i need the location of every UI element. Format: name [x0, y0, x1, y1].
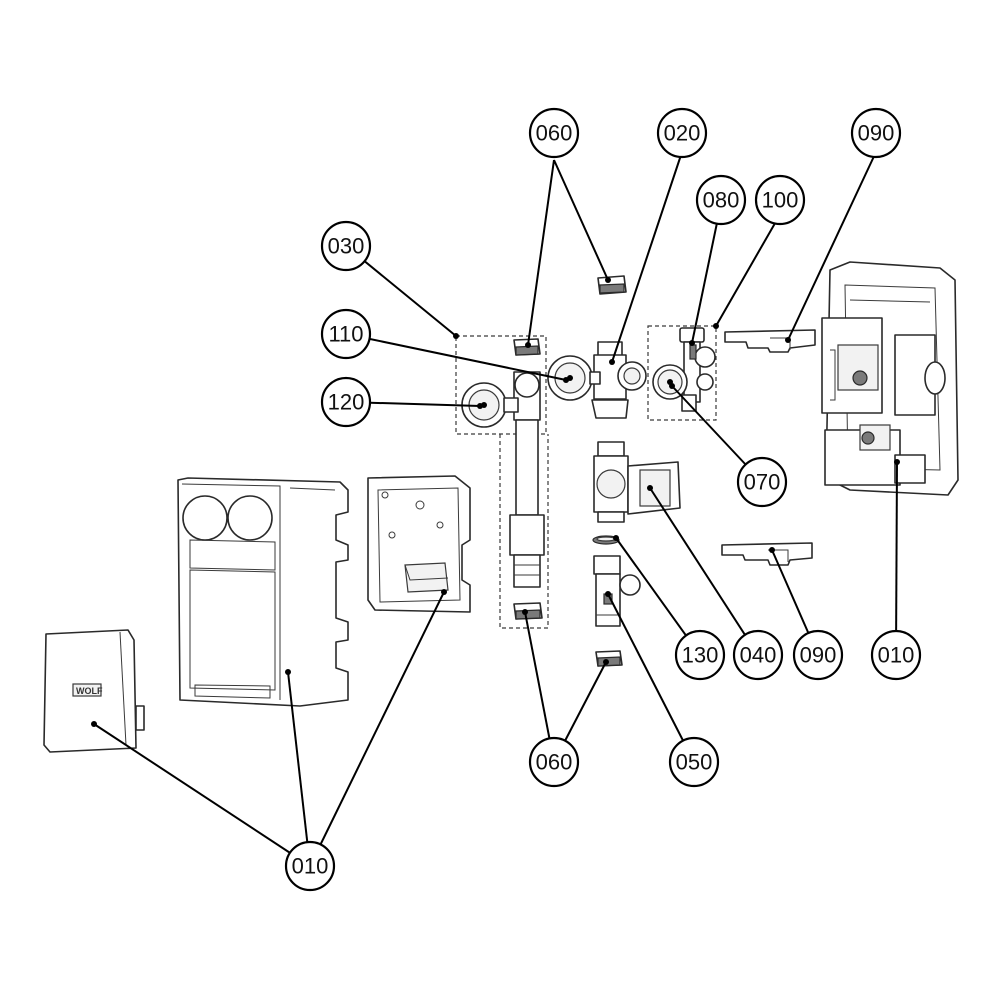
safety-group-outline	[647, 325, 717, 421]
pressure-gauge	[652, 364, 697, 412]
callout-090-bottom[interactable]: 090	[792, 629, 844, 681]
mounting-clip-top	[724, 329, 816, 353]
union-nut-lower-center	[595, 650, 623, 667]
wall-back-plate	[821, 261, 959, 496]
union-nut-top	[597, 275, 627, 295]
callout-010-right[interactable]: 010	[870, 629, 922, 681]
callout-070[interactable]: 070	[736, 456, 788, 508]
seal-ring	[592, 535, 620, 545]
callout-120[interactable]: 120	[320, 376, 372, 428]
callout-060-bottom[interactable]: 060	[528, 736, 580, 788]
callout-110[interactable]: 110	[320, 308, 372, 360]
callout-130[interactable]: 130	[674, 629, 726, 681]
callout-050[interactable]: 050	[668, 736, 720, 788]
callout-100[interactable]: 100	[754, 174, 806, 226]
supply-pipe	[509, 371, 545, 588]
callout-090-top[interactable]: 090	[850, 107, 902, 159]
mounting-clip-bottom	[721, 542, 813, 566]
pipe-group-outline	[499, 434, 549, 629]
callout-060-top[interactable]: 060	[528, 107, 580, 159]
callout-040[interactable]: 040	[732, 629, 784, 681]
wolf-logo: WOLF	[76, 686, 103, 696]
insulation-front-shell	[177, 477, 349, 707]
callout-020[interactable]: 020	[656, 107, 708, 159]
safety-valve-assembly	[679, 327, 716, 403]
front-cover-plate: WOLF	[43, 629, 145, 753]
callout-030[interactable]: 030	[320, 220, 372, 272]
check-valve	[593, 555, 641, 627]
thermometer-group-outline	[455, 335, 547, 435]
callout-010-bottom[interactable]: 010	[284, 840, 336, 892]
union-nut-lower-left	[513, 602, 543, 620]
leader-lines	[91, 151, 900, 867]
insulation-rear-shell	[367, 475, 471, 613]
thermometer-110	[547, 355, 601, 401]
circulation-pump	[593, 441, 681, 523]
callout-080[interactable]: 080	[695, 174, 747, 226]
